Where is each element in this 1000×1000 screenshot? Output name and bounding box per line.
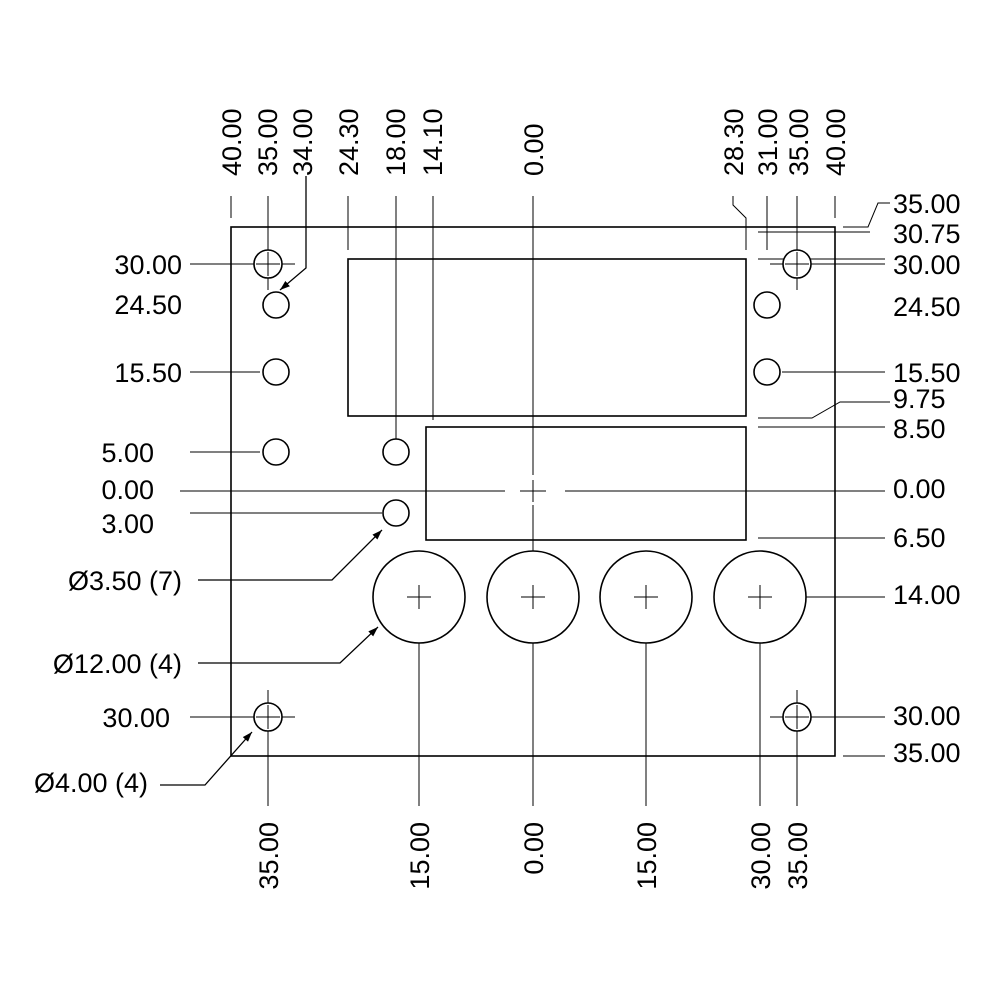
callout-small-hole: Ø3.50 (7) bbox=[68, 566, 182, 596]
small-hole bbox=[382, 438, 410, 466]
left-dimension-labels: 30.00 24.50 15.50 5.00 0.00 3.00 30.00 bbox=[101, 250, 182, 733]
horizontal-extension-lines bbox=[180, 202, 890, 757]
dim-label: 3.00 bbox=[101, 509, 154, 539]
dim-label: 15.00 bbox=[405, 822, 435, 890]
leader-lines bbox=[160, 176, 383, 786]
lower-display-window bbox=[425, 426, 747, 541]
right-dimension-labels: 35.00 30.75 30.00 24.50 15.50 9.75 8.50 … bbox=[893, 189, 961, 768]
dim-label: 15.50 bbox=[893, 358, 961, 388]
dim-label: 35.00 bbox=[893, 738, 961, 768]
dim-label: 0.00 bbox=[893, 474, 946, 504]
dim-label: 15.00 bbox=[632, 822, 662, 890]
callout-mounting-hole: Ø4.00 (4) bbox=[34, 768, 148, 798]
small-hole bbox=[382, 499, 410, 527]
dim-label: 0.00 bbox=[519, 822, 549, 875]
large-holes bbox=[372, 550, 807, 644]
dim-label: 0.00 bbox=[519, 123, 549, 176]
center-mark bbox=[522, 480, 544, 502]
dim-label: 35.00 bbox=[783, 822, 813, 890]
dim-label: 30.00 bbox=[893, 701, 961, 731]
dim-label: 6.50 bbox=[893, 523, 946, 553]
dim-label: 30.00 bbox=[893, 250, 961, 280]
dim-label: 40.00 bbox=[821, 108, 851, 176]
dim-label: 18.00 bbox=[381, 108, 411, 176]
diameter-callouts: Ø3.50 (7) Ø12.00 (4) Ø4.00 (4) bbox=[34, 566, 182, 798]
dim-label: 28.30 bbox=[719, 108, 749, 176]
dim-label: 35.00 bbox=[254, 822, 284, 890]
top-dimension-labels: 40.00 35.00 34.00 24.30 18.00 14.10 0.00… bbox=[217, 108, 851, 176]
dim-label: 30.00 bbox=[746, 822, 776, 890]
small-hole bbox=[262, 438, 290, 466]
dim-label: 9.75 bbox=[893, 384, 946, 414]
small-hole bbox=[753, 358, 781, 386]
small-holes bbox=[262, 291, 781, 527]
dim-label: 40.00 bbox=[217, 108, 247, 176]
dim-label: 14.10 bbox=[418, 108, 448, 176]
dim-label: 30.75 bbox=[893, 219, 961, 249]
dim-label: 35.00 bbox=[893, 189, 961, 219]
dim-label: 34.00 bbox=[288, 108, 318, 176]
dim-label: 31.00 bbox=[753, 108, 783, 176]
small-hole bbox=[262, 291, 290, 319]
dim-label: 0.00 bbox=[101, 475, 154, 505]
dim-label: 8.50 bbox=[893, 414, 946, 444]
dim-label: 35.00 bbox=[253, 108, 283, 176]
dim-label: 30.00 bbox=[114, 250, 182, 280]
dim-label: 24.50 bbox=[893, 292, 961, 322]
dim-label: 15.50 bbox=[114, 358, 182, 388]
bottom-dimension-labels: 35.00 15.00 0.00 15.00 30.00 35.00 bbox=[254, 822, 813, 890]
small-hole bbox=[753, 291, 781, 319]
mounting-holes bbox=[253, 249, 812, 732]
callout-large-hole: Ø12.00 (4) bbox=[53, 649, 182, 679]
dim-label: 24.50 bbox=[114, 290, 182, 320]
dim-label: 5.00 bbox=[101, 438, 154, 468]
small-hole bbox=[262, 358, 290, 386]
upper-display-window bbox=[347, 258, 747, 417]
dim-label: 24.30 bbox=[334, 108, 364, 176]
dim-label: 30.00 bbox=[102, 703, 170, 733]
dim-label: 14.00 bbox=[893, 580, 961, 610]
dim-label: 35.00 bbox=[784, 108, 814, 176]
